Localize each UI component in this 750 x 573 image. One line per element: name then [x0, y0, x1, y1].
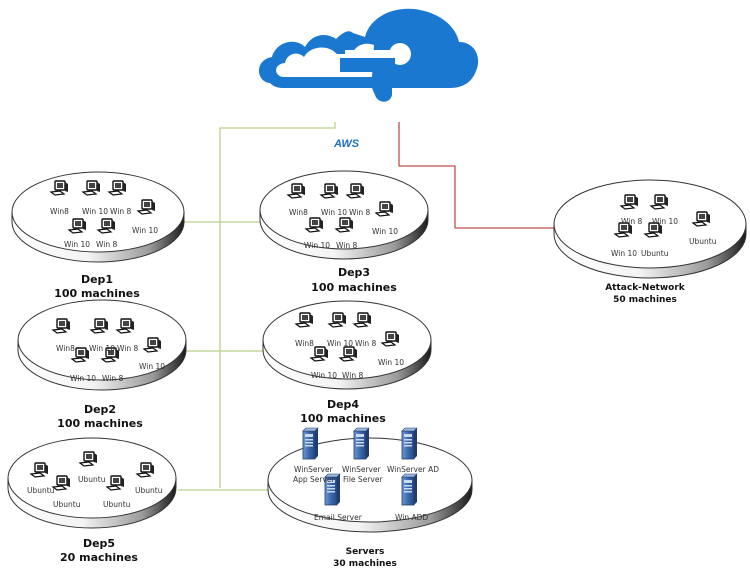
aws-label: AWS: [333, 138, 360, 150]
machine-label: Win 8: [117, 344, 138, 353]
machine-label: Win 8: [342, 371, 363, 380]
machine-label: Win 8: [349, 208, 370, 217]
machine-label: Win 10: [82, 207, 108, 216]
machine-label: Win 10: [611, 249, 637, 258]
server-label: Win ADD: [395, 513, 428, 522]
machine-label: Win 10: [327, 339, 353, 348]
machine-label: Win8: [50, 207, 69, 216]
machine-count: 50 machines: [613, 295, 677, 305]
machine-label: Ubuntu: [27, 486, 55, 495]
machine-count: 30 machines: [333, 559, 397, 569]
machine-label: Win 8: [355, 339, 376, 348]
machine-label: Win 10: [70, 374, 96, 383]
machine-label: Win 10: [139, 362, 165, 371]
server-label: Email Server: [314, 513, 363, 522]
machine-label: Win8: [295, 339, 314, 348]
network-name: Servers: [346, 547, 385, 557]
network-name: Dep1: [81, 273, 113, 286]
machine-label: Win 10: [378, 358, 404, 367]
server-icon: [302, 427, 319, 460]
server-icon: [401, 473, 418, 506]
machine-label: Win 10: [652, 217, 678, 226]
machine-count: 100 machines: [57, 417, 143, 430]
machine-label: Ubuntu: [689, 237, 717, 246]
machine-count: 20 machines: [60, 551, 138, 564]
machine-label: Win 10: [311, 371, 337, 380]
network-servers[interactable]: WinServer App Server WinServer File Serv…: [267, 427, 473, 569]
server-icon: [353, 427, 370, 460]
cloud-icon: [259, 8, 479, 102]
machine-label: Win8: [289, 208, 308, 217]
network-dep2[interactable]: Win8 Win 10 Win 8 Win 10 Win 10 Win 8 De…: [17, 299, 187, 430]
machine-label: Ubuntu: [135, 486, 163, 495]
network-name: Attack-Network: [605, 283, 686, 293]
network-name: Dep3: [338, 266, 370, 279]
machine-label: Win 10: [321, 208, 347, 217]
server-label: File Server: [343, 475, 383, 484]
server-icon: [401, 427, 418, 460]
machine-label: Win 10: [64, 240, 90, 249]
machine-label: Ubuntu: [78, 475, 106, 484]
machine-label: Win 8: [621, 217, 642, 226]
machine-label: Win 10: [304, 241, 330, 250]
machine-label: Win 10: [89, 344, 115, 353]
network-dep5[interactable]: Ubuntu Ubuntu Ubuntu Ubuntu Ubuntu Dep5 …: [7, 437, 177, 564]
machine-count: 100 machines: [300, 412, 386, 425]
machine-label: Win 10: [132, 226, 158, 235]
machine-label: Win 8: [96, 240, 117, 249]
server-label: WinServer AD: [387, 465, 439, 474]
network-dep1[interactable]: Win8 Win 10 Win 8 Win 10 Win 10 Win 8 De…: [11, 171, 185, 300]
network-name: Dep4: [327, 398, 359, 411]
machine-label: Ubuntu: [53, 500, 81, 509]
network-attack[interactable]: Win 8 Win 10 Ubuntu Win 10 Ubuntu Attack…: [553, 179, 747, 305]
internal-links: [178, 122, 336, 491]
server-label: WinServer: [342, 465, 382, 474]
network-name: Dep5: [83, 537, 115, 550]
machine-label: Win 8: [336, 241, 357, 250]
machine-label: Ubuntu: [641, 249, 669, 258]
server-label: WinServer: [294, 465, 334, 474]
machine-label: Win 8: [102, 374, 123, 383]
network-dep4[interactable]: Win8 Win 10 Win 8 Win 10 Win 10 Win 8 De…: [262, 300, 432, 425]
machine-count: 100 machines: [311, 281, 397, 294]
machine-label: Ubuntu: [103, 500, 131, 509]
machine-label: Win 10: [372, 227, 398, 236]
machine-count: 100 machines: [54, 287, 140, 300]
machine-label: Win8: [56, 344, 75, 353]
attack-link: [398, 122, 555, 229]
server-label: App Server: [293, 475, 336, 484]
network-dep3[interactable]: Win8 Win 10 Win 8 Win 10 Win 10 Win 8 De…: [259, 170, 429, 294]
network-name: Dep2: [84, 403, 116, 416]
machine-label: Win 8: [110, 207, 131, 216]
